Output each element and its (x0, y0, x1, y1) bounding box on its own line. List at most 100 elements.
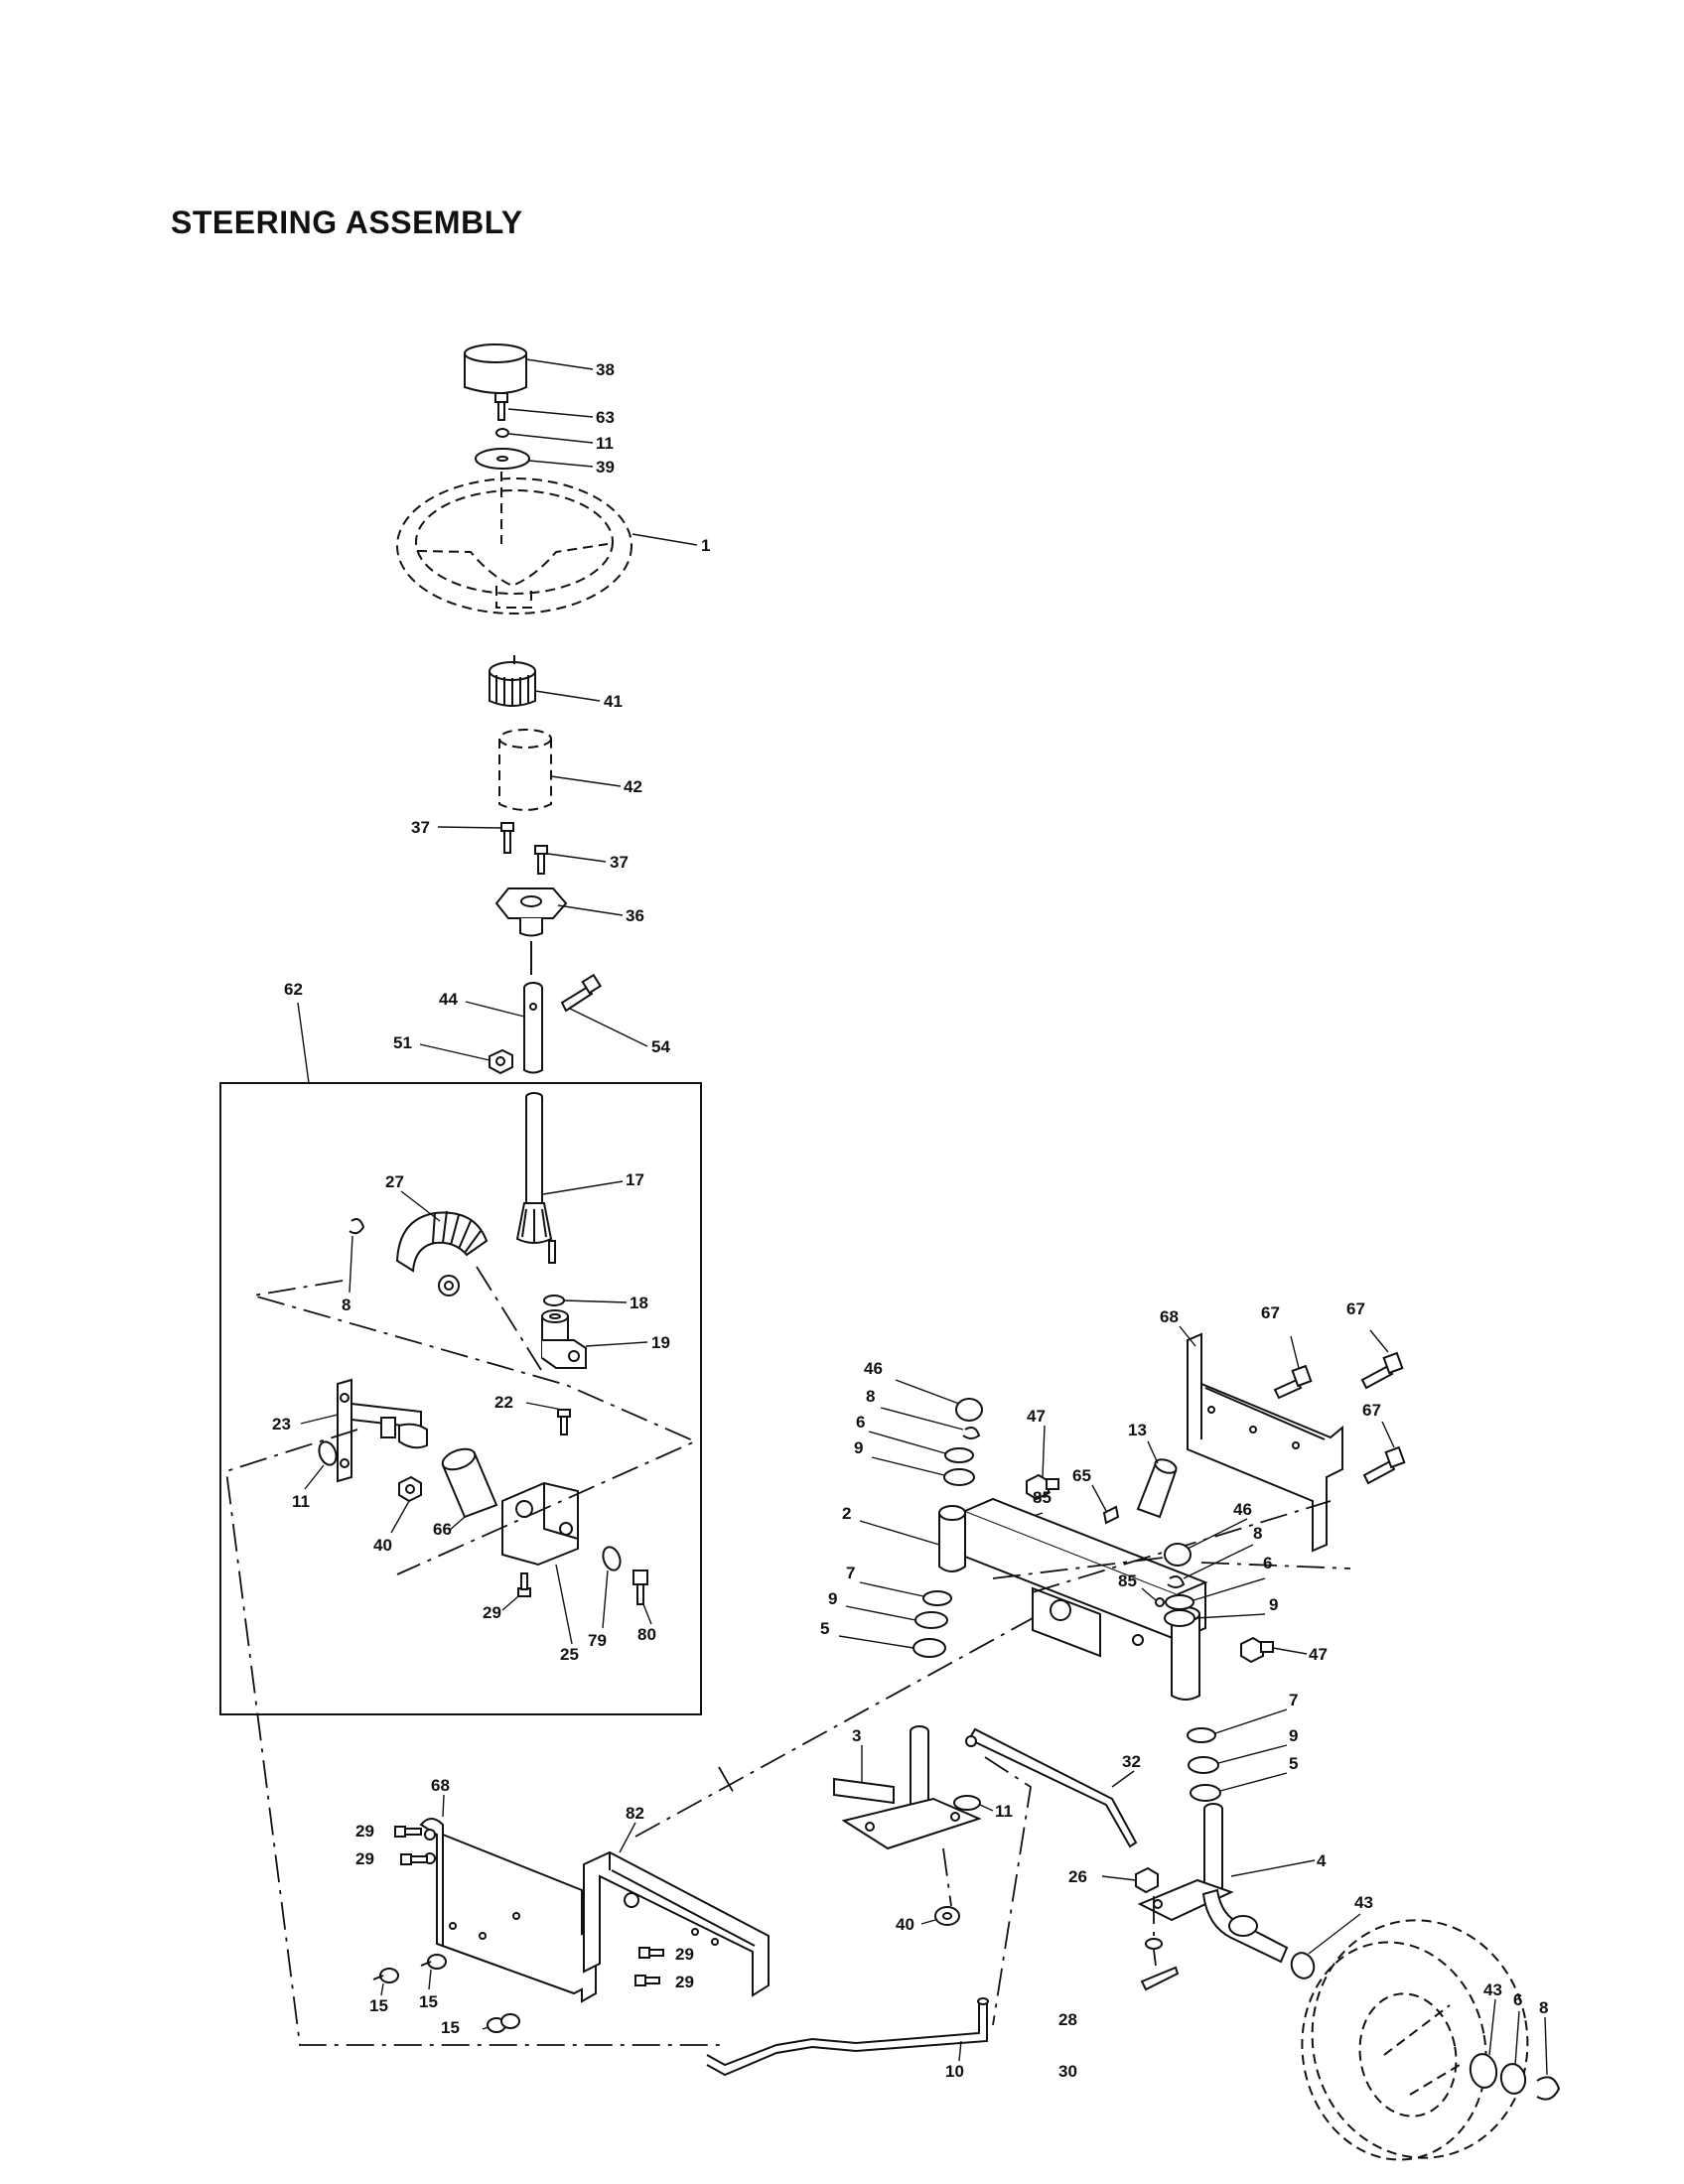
callout-1: 1 (701, 536, 710, 555)
callout-11-spindle: 11 (995, 1802, 1013, 1821)
callout-79: 79 (588, 1631, 607, 1650)
callout-67-a: 67 (1261, 1303, 1280, 1322)
part-5-bearing-right (1190, 1784, 1221, 1802)
part-41-splined-hub (489, 661, 536, 707)
part-47-grease-fitting (1026, 1473, 1059, 1501)
part-4-right-spindle (1137, 1803, 1289, 1964)
part-3-left-spindle (833, 1725, 982, 1850)
part-8-clip-upper (962, 1427, 981, 1439)
page-title: STEERING ASSEMBLY (171, 205, 523, 240)
part-7-washer-left (922, 1590, 952, 1606)
callout-39: 39 (596, 458, 615, 477)
part-22-bolt (557, 1409, 571, 1435)
callout-63: 63 (596, 408, 615, 427)
callout-5-left: 5 (820, 1619, 829, 1638)
callout-6-outer: 6 (1513, 1990, 1522, 2009)
callout-22: 22 (494, 1393, 513, 1412)
part-13-spacer (1136, 1458, 1178, 1519)
callout-23: 23 (272, 1415, 291, 1433)
callout-9-right-lower: 9 (1289, 1726, 1298, 1745)
callout-42: 42 (624, 777, 642, 796)
part-10-drag-link-rod (706, 1997, 989, 2077)
callout-47-lower: 47 (1309, 1645, 1328, 1664)
part-68-axle-support-bracket (1187, 1332, 1343, 1553)
part-9-washer-left (914, 1611, 948, 1629)
callout-6-upper: 6 (856, 1413, 865, 1432)
part-67-bolt-c (1362, 1445, 1406, 1485)
callout-8-box: 8 (342, 1296, 351, 1314)
callout-67-c: 67 (1362, 1401, 1381, 1420)
callout-36: 36 (626, 906, 644, 925)
part-79-washer (602, 1546, 622, 1571)
callout-9-right: 9 (1269, 1595, 1278, 1614)
callout-11-box: 11 (292, 1492, 310, 1511)
part-8-clip (349, 1218, 365, 1235)
callout-85-lower: 85 (1118, 1571, 1137, 1590)
callout-6-lower: 6 (1263, 1554, 1272, 1572)
callout-43-inner: 43 (1354, 1893, 1373, 1912)
part-7-washer-right (1187, 1727, 1216, 1743)
part-47-grease-fitting-lower (1240, 1636, 1274, 1664)
callout-40-box: 40 (373, 1536, 392, 1555)
callout-44: 44 (439, 990, 458, 1009)
part-8-clip-outer (1536, 2076, 1561, 2101)
part-15-nut-a (372, 1968, 399, 1983)
part-36-flange-bushing (494, 887, 568, 937)
part-67-bolt-b (1360, 1351, 1404, 1390)
part-40-nut (398, 1475, 422, 1503)
callout-29-lower-b: 29 (355, 1849, 374, 1868)
part-5-bearing-left (912, 1638, 946, 1658)
callout-85-upper: 85 (1033, 1488, 1052, 1507)
part-54-bolt (560, 973, 603, 1013)
part-9-washer-right-lower (1188, 1756, 1219, 1774)
callout-7-right: 7 (1289, 1691, 1298, 1709)
part-29-bolt-lower-c (638, 1947, 664, 1959)
part-37-bolt-right (534, 845, 548, 875)
part-9-washer-right (1164, 1609, 1195, 1627)
part-6-washer-lower (1165, 1594, 1194, 1610)
callout-46-upper: 46 (864, 1359, 883, 1378)
callout-68-right: 68 (1160, 1307, 1179, 1326)
callout-11: 11 (596, 434, 614, 453)
part-6-washer-outer (1499, 2063, 1527, 2095)
callout-25: 25 (560, 1645, 579, 1664)
callout-38: 38 (596, 360, 615, 379)
callout-29-lower-a: 29 (355, 1822, 374, 1841)
kit-62-outline (219, 1082, 702, 1715)
callout-65: 65 (1072, 1466, 1091, 1485)
callout-26: 26 (1068, 1867, 1087, 1886)
part-46-cap-lower (1164, 1543, 1192, 1567)
part-40-nut-lower (934, 1906, 960, 1926)
callout-54: 54 (651, 1037, 670, 1056)
part-2-front-axle (938, 1497, 1208, 1701)
part-26-nut (1135, 1866, 1159, 1894)
part-29-bolt-lower-b (400, 1853, 428, 1865)
part-66-bushing (441, 1447, 498, 1519)
callout-19: 19 (651, 1333, 670, 1352)
callout-2: 2 (842, 1504, 851, 1523)
part-15-nut-c (487, 2013, 520, 2033)
part-29-bolt-lower-d (634, 1975, 660, 1986)
part-17-pinion-shaft (515, 1092, 556, 1264)
callout-15-a: 15 (369, 1996, 388, 2015)
callout-4: 4 (1317, 1851, 1327, 1870)
callout-29-lower-c: 29 (675, 1945, 694, 1964)
part-80-bolt (632, 1570, 648, 1605)
callout-82: 82 (626, 1804, 644, 1823)
callout-28: 28 (1058, 2010, 1077, 2029)
callout-66: 66 (433, 1520, 452, 1539)
part-68-lower-bracket (419, 1818, 597, 2003)
part-29-bolt-box (517, 1572, 531, 1597)
part-37-bolt-left (500, 822, 514, 854)
callout-9-upper: 9 (854, 1438, 863, 1457)
callout-17: 17 (626, 1170, 644, 1189)
callout-13: 13 (1128, 1421, 1147, 1439)
part-51-nut (489, 1048, 513, 1075)
callout-29-box: 29 (483, 1603, 501, 1622)
callout-29-lower-d: 29 (675, 1973, 694, 1991)
part-46-cap-upper (955, 1398, 983, 1422)
callout-30: 30 (1058, 2062, 1077, 2081)
part-19-bearing-bracket (541, 1309, 587, 1369)
